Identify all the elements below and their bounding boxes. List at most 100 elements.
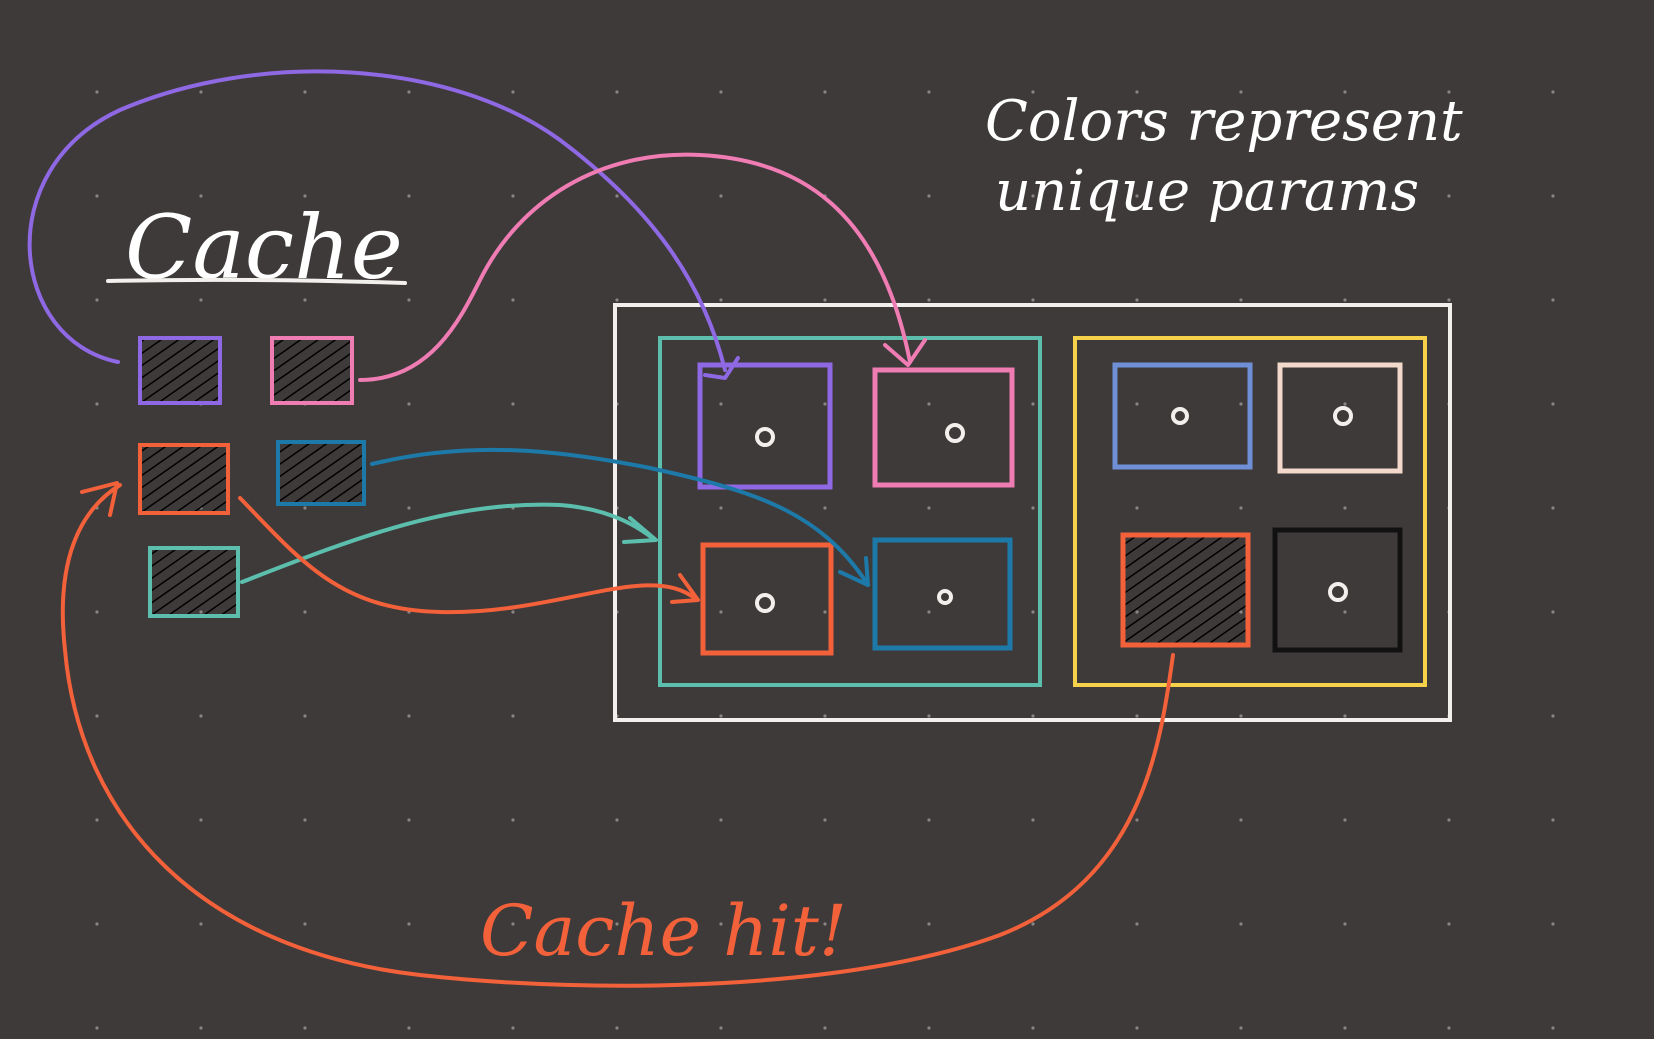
- grid-dot: [1343, 1026, 1347, 1030]
- grid-dot: [1135, 90, 1139, 94]
- grid-dot: [95, 714, 99, 718]
- grid-dot: [407, 90, 411, 94]
- grid-dot: [303, 610, 307, 614]
- cell-dot: [1333, 406, 1353, 426]
- grid-dot: [615, 298, 619, 302]
- grid-dot: [615, 90, 619, 94]
- grid-dot: [199, 714, 203, 718]
- grid-dot: [407, 298, 411, 302]
- grid-dot: [511, 610, 515, 614]
- grid-dot: [1031, 714, 1035, 718]
- grid-dot: [1239, 1026, 1243, 1030]
- grid-dot: [823, 818, 827, 822]
- grid-dot: [1447, 922, 1451, 926]
- arrow-cache-hit-head: [80, 481, 119, 517]
- grid-dot: [719, 506, 723, 510]
- grid-dot: [511, 818, 515, 822]
- grid-dot: [1343, 90, 1347, 94]
- grid-dot: [303, 1026, 307, 1030]
- cache-item-blue: [276, 440, 366, 506]
- grid-dot: [823, 610, 827, 614]
- grid-dot: [1239, 90, 1243, 94]
- grid-dot: [1031, 922, 1035, 926]
- cache-item-orange: [138, 443, 230, 515]
- grid-dot: [303, 298, 307, 302]
- cache-item-purple: [138, 336, 222, 405]
- cache-title-underline: [106, 277, 407, 285]
- grid-dot: [1239, 506, 1243, 510]
- group-yellow-container: [1073, 336, 1427, 687]
- grid-dot: [1239, 402, 1243, 406]
- grid-dot: [823, 90, 827, 94]
- arrow-blue-head: [838, 556, 870, 587]
- grid-dot: [407, 922, 411, 926]
- cell-black: [1272, 527, 1403, 653]
- grid-dot: [927, 1026, 931, 1030]
- grid-dot: [95, 402, 99, 406]
- grid-dot: [615, 922, 619, 926]
- grid-dot: [1551, 922, 1555, 926]
- grid-dot: [823, 714, 827, 718]
- grid-dot: [719, 194, 723, 198]
- cell-dot: [1328, 582, 1348, 602]
- grid-dot: [615, 1026, 619, 1030]
- grid-dot: [1343, 298, 1347, 302]
- cache-item-teal: [148, 546, 240, 618]
- grid-dot: [719, 818, 723, 822]
- grid-dot: [927, 610, 931, 614]
- grid-dot: [95, 194, 99, 198]
- grid-dot: [95, 298, 99, 302]
- grid-dot: [823, 506, 827, 510]
- grid-dot: [615, 194, 619, 198]
- grid-dot: [1343, 402, 1347, 406]
- grid-dot: [719, 922, 723, 926]
- grid-dot: [407, 714, 411, 718]
- grid-dot: [1031, 90, 1035, 94]
- arrow-orange-head: [670, 573, 700, 604]
- group-teal-container: [658, 336, 1042, 687]
- grid-dot: [927, 402, 931, 406]
- arrow-pink-head: [883, 338, 927, 367]
- grid-dot: [1551, 714, 1555, 718]
- grid-dot: [199, 90, 203, 94]
- grid-dot: [511, 298, 515, 302]
- grid-dot: [511, 402, 515, 406]
- cell-periwinkle: [1112, 362, 1253, 470]
- grid-dot: [1447, 818, 1451, 822]
- grid-dot: [719, 402, 723, 406]
- cell-dot: [755, 427, 775, 447]
- grid-dot: [511, 922, 515, 926]
- grid-dot: [303, 194, 307, 198]
- grid-dot: [511, 1026, 515, 1030]
- grid-dot: [1031, 298, 1035, 302]
- grid-dot: [927, 90, 931, 94]
- grid-dot: [1551, 610, 1555, 614]
- arrow-pink: [358, 152, 912, 382]
- grid-dot: [1031, 194, 1035, 198]
- arrow-teal-head: [622, 516, 658, 544]
- grid-dot: [823, 298, 827, 302]
- grid-dot: [1551, 194, 1555, 198]
- grid-dot: [95, 90, 99, 94]
- grid-dot: [1343, 714, 1347, 718]
- grid-dot: [199, 298, 203, 302]
- arrow-blue: [370, 447, 870, 587]
- cell-orange-cached: [1120, 532, 1251, 648]
- grid-dot: [1343, 610, 1347, 614]
- grid-dot: [1135, 506, 1139, 510]
- grid-dot: [199, 194, 203, 198]
- grid-dot: [95, 922, 99, 926]
- grid-dot: [1135, 1026, 1139, 1030]
- grid-dot: [1551, 506, 1555, 510]
- grid-dot: [1239, 922, 1243, 926]
- grid-dot: [927, 298, 931, 302]
- note-line-1: Colors represent: [985, 89, 1463, 154]
- grid-dot: [1031, 402, 1035, 406]
- grid-dot: [1551, 298, 1555, 302]
- grid-dot: [407, 1026, 411, 1030]
- grid-dot: [1551, 402, 1555, 406]
- grid-dot: [1551, 1026, 1555, 1030]
- grid-dot: [719, 298, 723, 302]
- grid-dot: [1135, 298, 1139, 302]
- cell-dot: [755, 593, 775, 613]
